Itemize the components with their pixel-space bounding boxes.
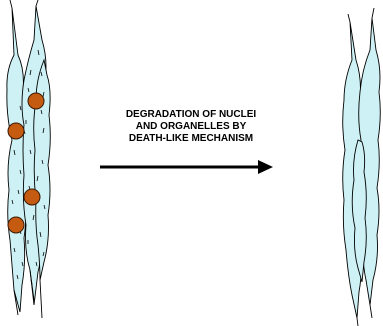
fiber-cells-after: [343, 8, 381, 326]
caption-line: AND ORGANELLES BY: [86, 121, 296, 133]
process-caption: DEGRADATION OF NUCLEI AND ORGANELLES BY …: [86, 109, 296, 145]
caption-line: DEATH-LIKE MECHANISM: [86, 133, 296, 145]
fiber-tail: [10, 0, 38, 8]
nucleus: [24, 189, 40, 205]
right-arrow-icon: [100, 160, 273, 174]
nucleus: [8, 217, 24, 233]
nucleus: [8, 123, 24, 139]
nucleus: [28, 93, 44, 109]
caption-line: DEGRADATION OF NUCLEI: [86, 109, 296, 121]
fiber-cells-before: [7, 0, 50, 318]
